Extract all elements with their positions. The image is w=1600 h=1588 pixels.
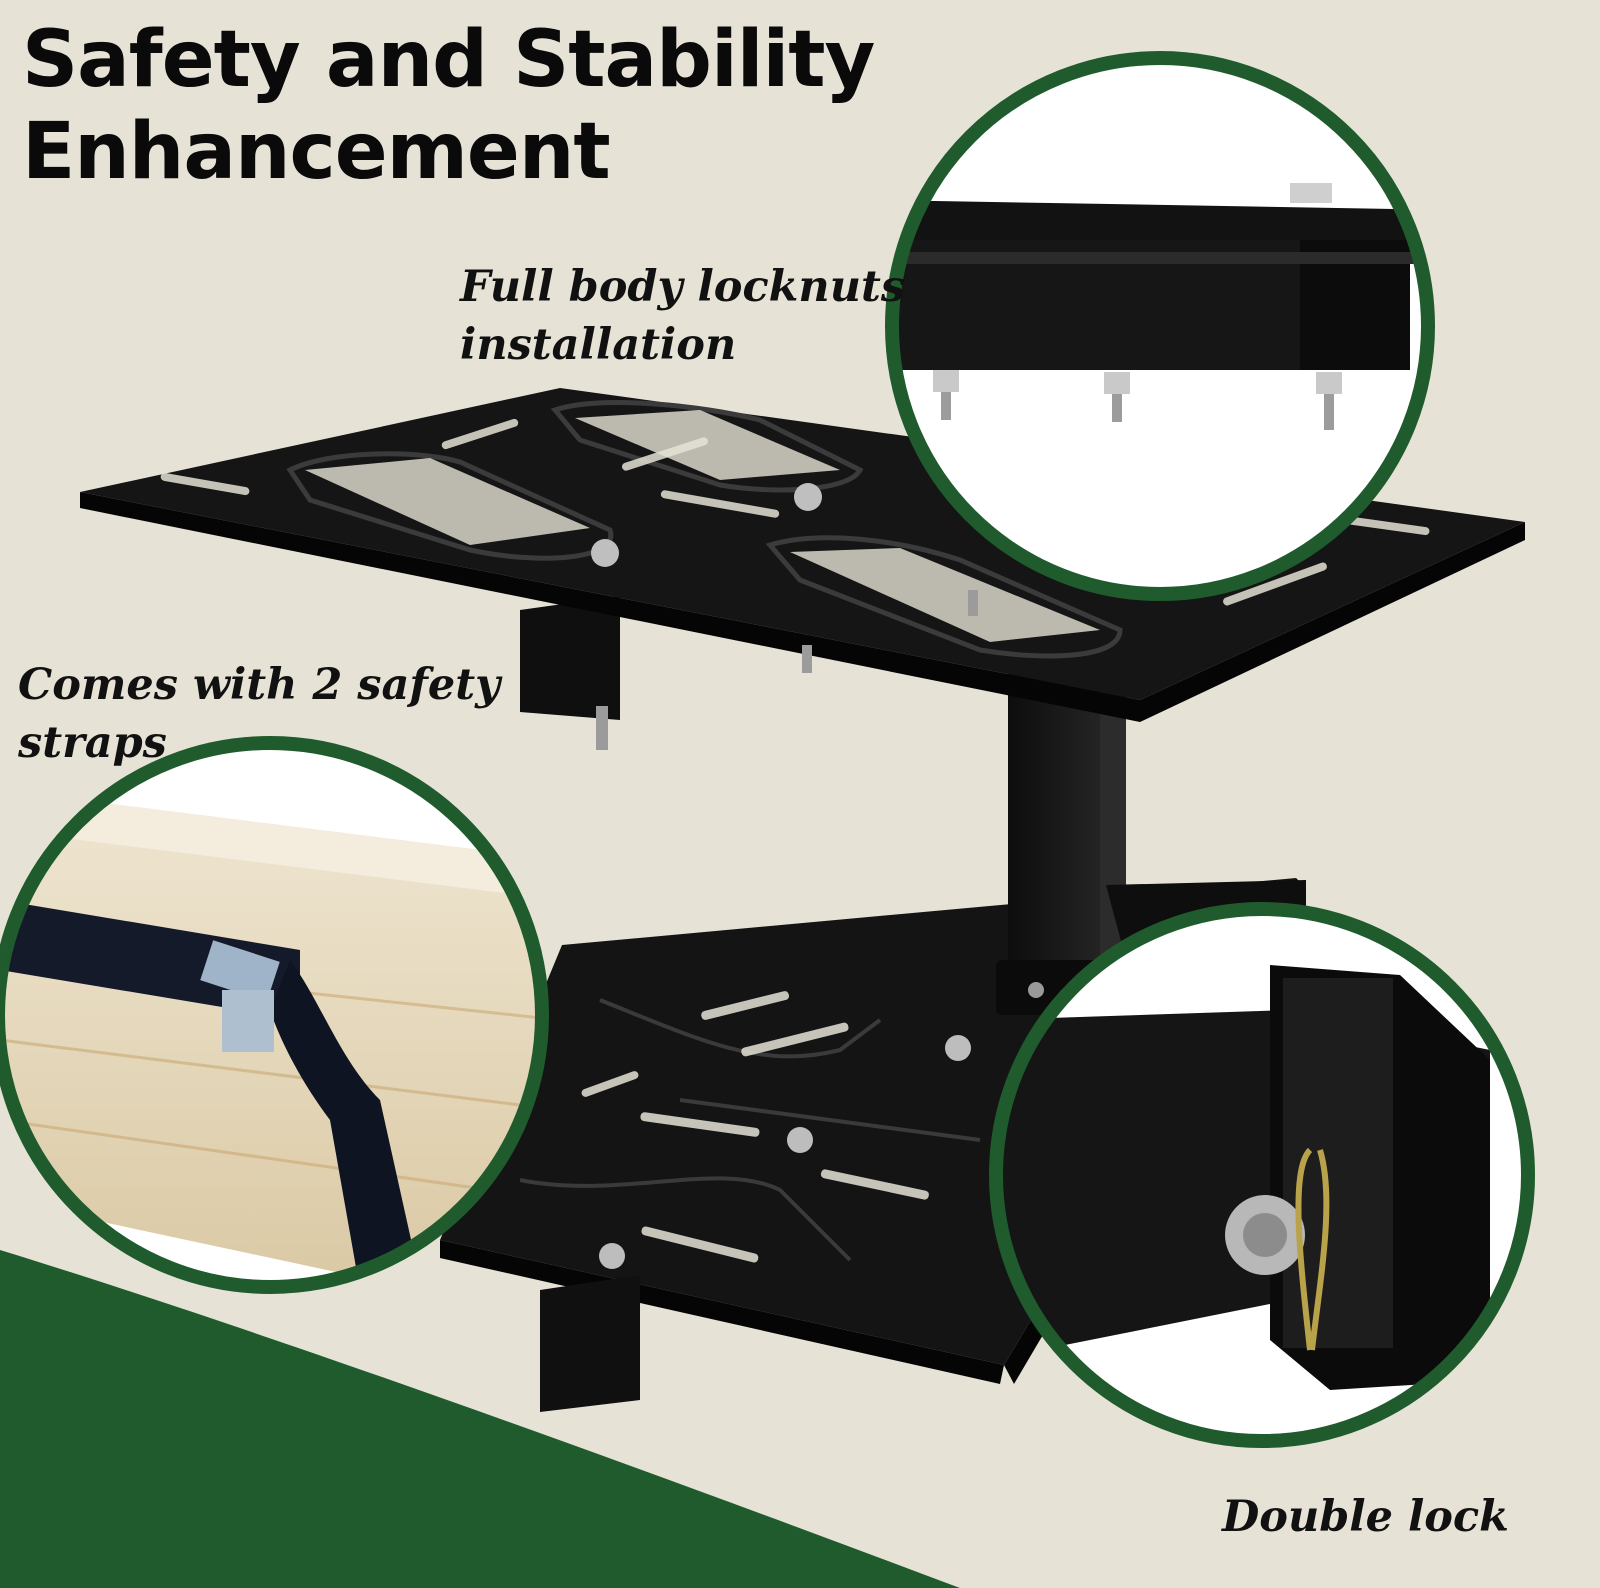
callout-locknuts-line-1: Full body locknuts xyxy=(460,262,906,312)
callout-straps-line-1: Comes with 2 safety xyxy=(18,660,501,710)
callout-safety-straps: Comes with 2 safety straps xyxy=(18,656,500,772)
callout-locknuts-line-2: installation xyxy=(460,320,737,370)
green-swoosh xyxy=(0,1250,960,1588)
callout-double-lock: Double lock xyxy=(1222,1492,1509,1542)
zoom-circle-locknuts xyxy=(885,51,1435,601)
headline-line-2: Enhancement xyxy=(22,107,611,197)
callout-locknuts: Full body locknuts installation xyxy=(460,258,905,374)
headline: Safety and Stability Enhancement xyxy=(22,14,875,198)
callout-straps-line-2: straps xyxy=(18,718,167,768)
headline-line-1: Safety and Stability xyxy=(22,15,875,105)
zoom-circle-double-lock xyxy=(989,902,1535,1448)
zoom-circle-straps xyxy=(0,736,549,1294)
upper-platform xyxy=(80,388,1525,750)
